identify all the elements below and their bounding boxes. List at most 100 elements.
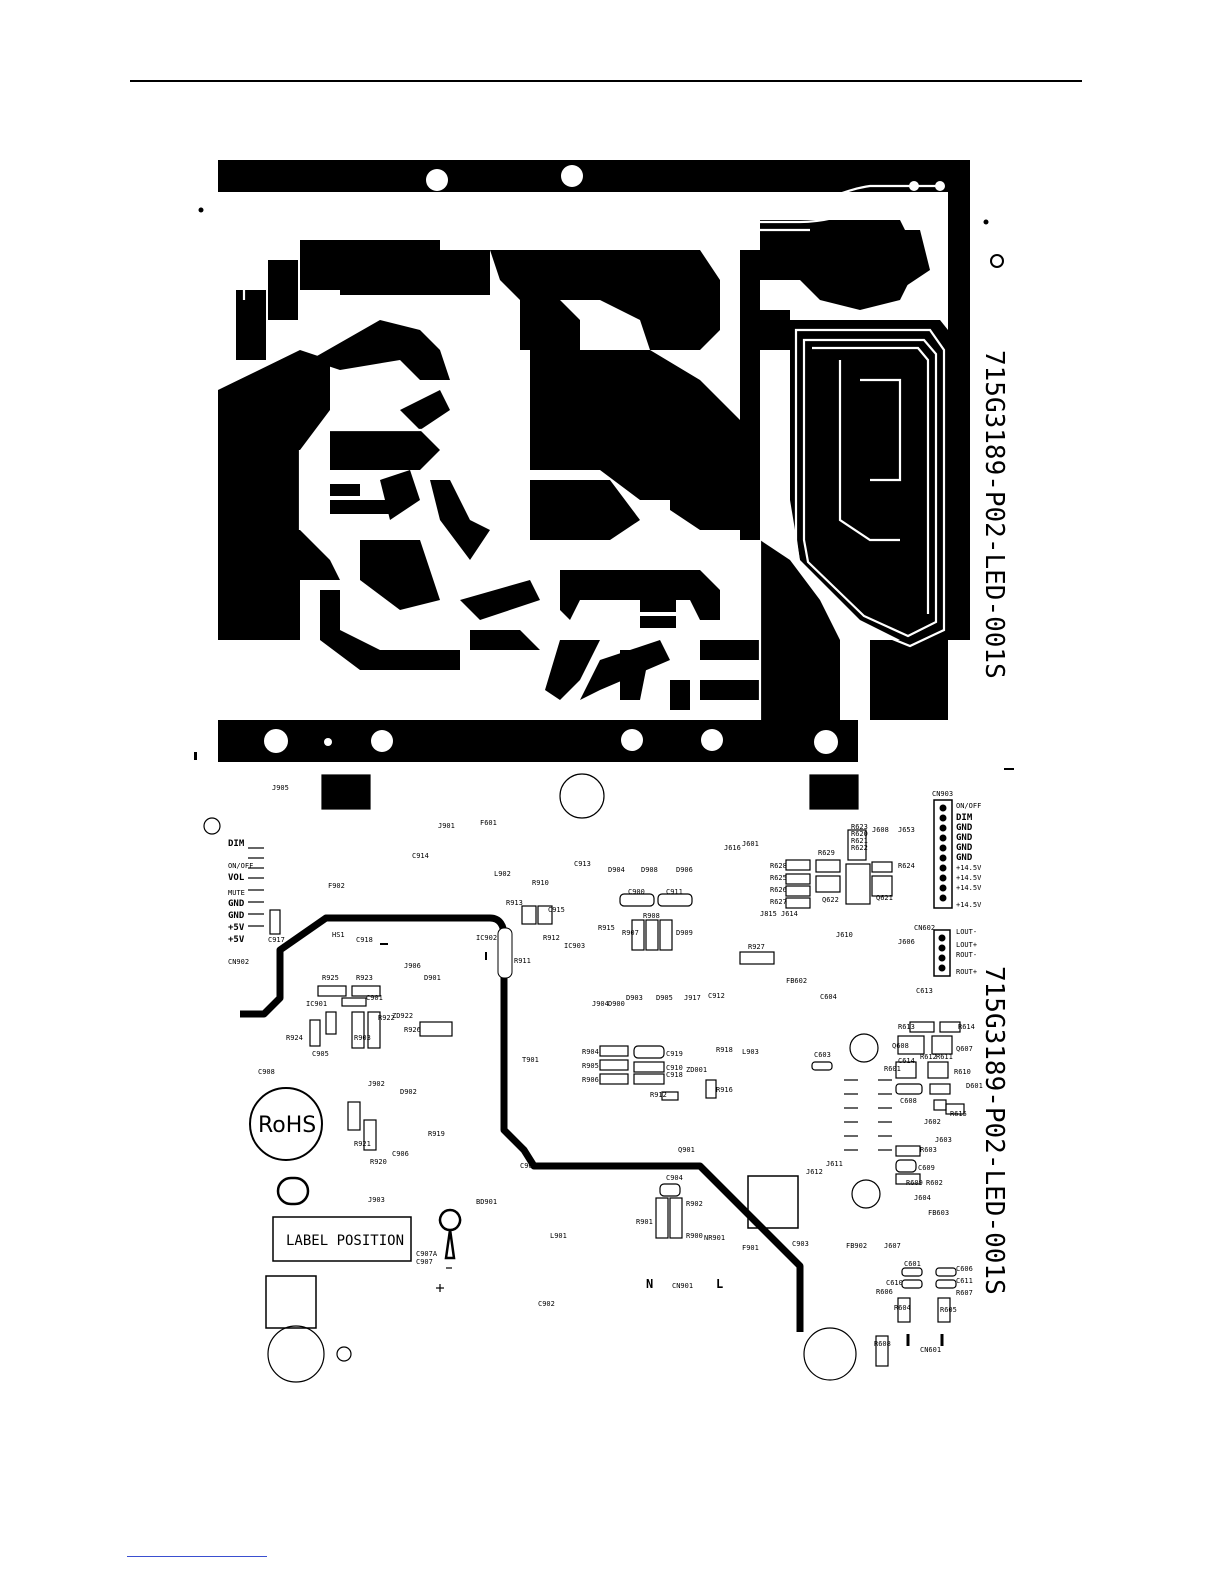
top-board-code: 715G3189-P02-LED-001S [979,350,1009,679]
refdes-label: C909 [520,1162,537,1170]
refdes-label: R612 [920,1053,937,1061]
refdes-label: J815 [760,910,777,918]
cn602-label: CN602 [914,924,935,932]
refdes-label: T901 [522,1056,539,1064]
refdes-label: C610 [886,1279,903,1287]
cn903-pin-label: ON/OFF [956,802,981,810]
refdes-label: C903 [792,1240,809,1248]
copper-mid-low [560,570,720,620]
refdes-label: J612 [806,1168,823,1176]
refdes-label: R922 [378,1014,395,1022]
refdes-label: R607 [956,1289,973,1297]
cn903-pin-label: +14.5V [956,874,982,882]
refdes-label: J616 [724,844,741,852]
refdes-label: R604 [894,1304,911,1312]
refdes-label: R608 [874,1340,891,1348]
refdes-label: R610 [954,1068,971,1076]
refdes-label: R603 [920,1146,937,1154]
refdes-label: Q607 [956,1045,973,1053]
cn602-pins [938,934,946,972]
left-pin-label: ON/OFF [228,862,253,870]
copper-layer [218,160,970,762]
refdes-label: R628 [770,862,787,870]
copper-top-bus [218,160,970,192]
copper-left-pour [218,350,340,640]
refdes-label: D909 [676,929,693,937]
refdes-label: C904 [666,1174,683,1182]
refdes-label: R614 [958,1023,975,1031]
mains-n-label: N [646,1277,653,1291]
refdes-label: J904 [592,1000,609,1008]
refdes-label: R908 [643,912,660,920]
refdes-label: CN601 [920,1346,941,1354]
refdes-label: R901 [636,1218,653,1226]
refdes-label: F601 [480,819,497,827]
cn903-pin-label: GND [956,823,973,833]
refdes-label: R622 [851,844,868,852]
refdes-label: R609 [906,1179,923,1187]
refdes-label: R916 [716,1086,733,1094]
refdes-label: C604 [820,993,837,1001]
label-position-text: LABEL POSITION [286,1233,404,1249]
refdes-label: J608 [872,826,889,834]
refdes-label: C917 [268,936,285,944]
refdes-label: R613 [898,1023,915,1031]
refdes-label: R623 [851,823,868,831]
refdes-label: R627 [770,898,787,906]
refdes-label: R915 [598,924,615,932]
cn903-pin-label: DIM [956,813,973,823]
refdes-label: D908 [641,866,658,874]
refdes-label: C918 [356,936,373,944]
refdes-label: D900 [608,1000,625,1008]
refdes-label: HS1 [332,931,345,939]
refdes-label: C906 [392,1150,409,1158]
refdes-label: NR901 [704,1234,725,1242]
refdes-label: J606 [898,938,915,946]
refdes-label: R601 [884,1065,901,1073]
cn903-label: CN903 [932,790,953,798]
refdes-label: C601 [904,1260,921,1268]
refdes-label: R902 [686,1200,703,1208]
refdes-label: C609 [918,1164,935,1172]
trace-cutouts [232,184,946,720]
refdes-label: J905 [272,784,289,792]
copper-right-lower [790,320,948,640]
refdes-label: C913 [574,860,591,868]
refdes-label: L903 [742,1048,759,1056]
left-pin-label: +5V [228,923,245,933]
refdes-label: J653 [898,826,915,834]
mains-connector-label: CN901 [672,1282,693,1290]
refdes-label: BD901 [476,1198,497,1206]
refdes-label: R900 [686,1232,703,1240]
refdes-label: C613 [916,987,933,995]
cn903-pin-label: GND [956,833,973,843]
refdes-label: L901 [550,1232,567,1240]
refdes-label: C902 [538,1300,555,1308]
cn903-pin-label: +14.5V [956,884,982,892]
refdes-label: D601 [966,1082,983,1090]
refdes-label: R611 [936,1053,953,1061]
refdes-label: R921 [354,1140,371,1148]
footer-link-line [127,1556,267,1557]
refdes-label: D903 [626,994,643,1002]
refdes-label: C918 [666,1071,683,1079]
refdes-label: R626 [770,886,787,894]
cn903-pin-label: +14.5V [956,864,982,872]
refdes-label: R624 [898,862,915,870]
refdes-label: R903 [354,1034,371,1042]
refdes-label: R910 [532,879,549,887]
refdes-label: C606 [956,1265,973,1273]
bottom-board-code: 715G3189-P02-LED-001S [979,966,1009,1295]
refdes-label: C608 [900,1097,917,1105]
refdes-label: R615 [950,1110,967,1118]
power-traces [240,914,804,1332]
cn903-pin-labels: ON/OFFDIMGNDGNDGNDGND+14.5V+14.5V+14.5V+… [956,802,982,909]
cn903-pin-label: +14.5V [956,901,982,909]
refdes-label: R625 [770,874,787,882]
refdes-label: J602 [924,1118,941,1126]
refdes-label: D902 [400,1088,417,1096]
refdes-label: F901 [742,1244,759,1252]
